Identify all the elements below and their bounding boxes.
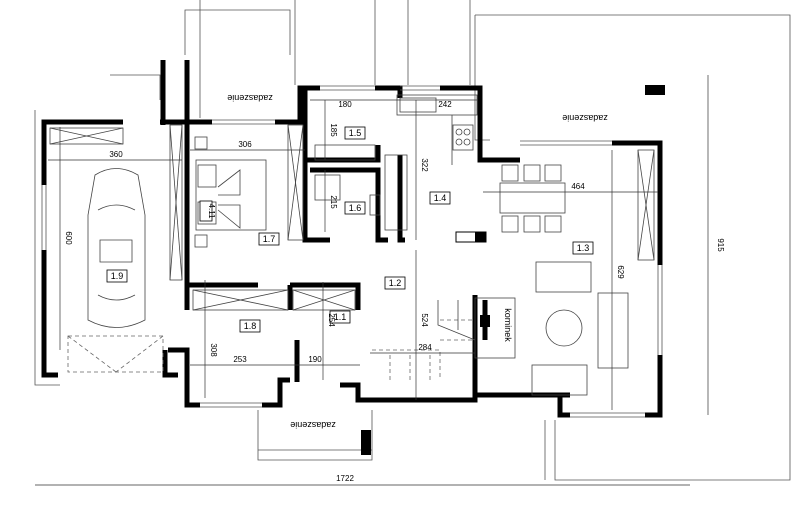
bed-tag: 4.11 [199,200,216,222]
dim-kitchen-width: 242 [438,100,452,109]
room-label-1-8: 1.8 [239,319,261,333]
room-label-1-9: 1.9 [106,269,128,283]
dim-pantry-height: 185 [329,123,338,137]
svg-text:1.4: 1.4 [434,193,447,203]
canopy-label-top: zadaszenie [227,93,273,103]
kitchen-counter [396,94,478,165]
dim-room18-height: 308 [209,343,218,357]
dim-total-width: 1722 [336,474,354,483]
dim-pantry-width: 180 [338,100,352,109]
dining-table [499,164,566,233]
bed [194,136,267,248]
svg-text:4.11: 4.11 [207,204,216,220]
dim-vestibule-height: 254 [327,313,336,327]
dimension-lines [35,75,709,486]
room-label-1-4: 1.4 [429,191,451,205]
dim-living-width: 464 [571,182,585,191]
dim-vestibule-width: 190 [308,355,322,364]
wardrobes [49,124,655,373]
room-label-1-5: 1.5 [344,126,366,140]
svg-text:1.2: 1.2 [389,278,402,288]
chimney-mark [645,85,665,95]
fireplace-label: kominek [503,308,513,342]
room-label-1-6: 1.6 [344,201,366,215]
car-icon [87,168,146,328]
svg-text:1.3: 1.3 [577,243,590,253]
dim-room18-width: 253 [233,355,247,364]
room-labels: 1.1 1.2 1.3 1.4 1.5 1.6 1.7 1.8 1.9 4.11 [106,126,594,333]
room-label-1-3: 1.3 [572,241,594,255]
dim-bath-height: 215 [329,195,338,209]
dim-right-height: 915 [716,238,725,252]
svg-text:1.8: 1.8 [244,321,257,331]
dim-garage-width: 360 [109,150,123,159]
room-label-1-2: 1.2 [384,276,406,290]
dimension-labels: 1722 915 360 600 306 180 242 185 215 322… [64,100,725,483]
svg-text:1.1: 1.1 [334,312,347,322]
stairs [372,300,476,380]
svg-text:1.5: 1.5 [349,128,362,138]
canopy-label-bottom: zadaszenie [290,420,336,430]
room-label-1-1: 1.1 [329,310,351,324]
svg-text:1.6: 1.6 [349,203,362,213]
dim-garage-length: 600 [64,231,73,245]
dim-stair-width: 284 [418,343,432,352]
dim-living-height: 629 [616,265,625,279]
dim-hall-height: 322 [420,158,429,172]
furniture [194,85,665,455]
canopy-outlines [34,0,791,481]
canopy-label-right: zadaszenie [562,113,608,123]
windows [41,85,663,418]
room-label-1-7: 1.7 [258,232,280,246]
dim-hall-depth: 524 [420,313,429,327]
dim-bedroom-width: 306 [238,140,252,149]
text-labels: zadaszenie zadaszenie zadaszenie kominek [227,93,608,430]
svg-text:1.7: 1.7 [263,234,276,244]
svg-text:1.9: 1.9 [111,271,124,281]
